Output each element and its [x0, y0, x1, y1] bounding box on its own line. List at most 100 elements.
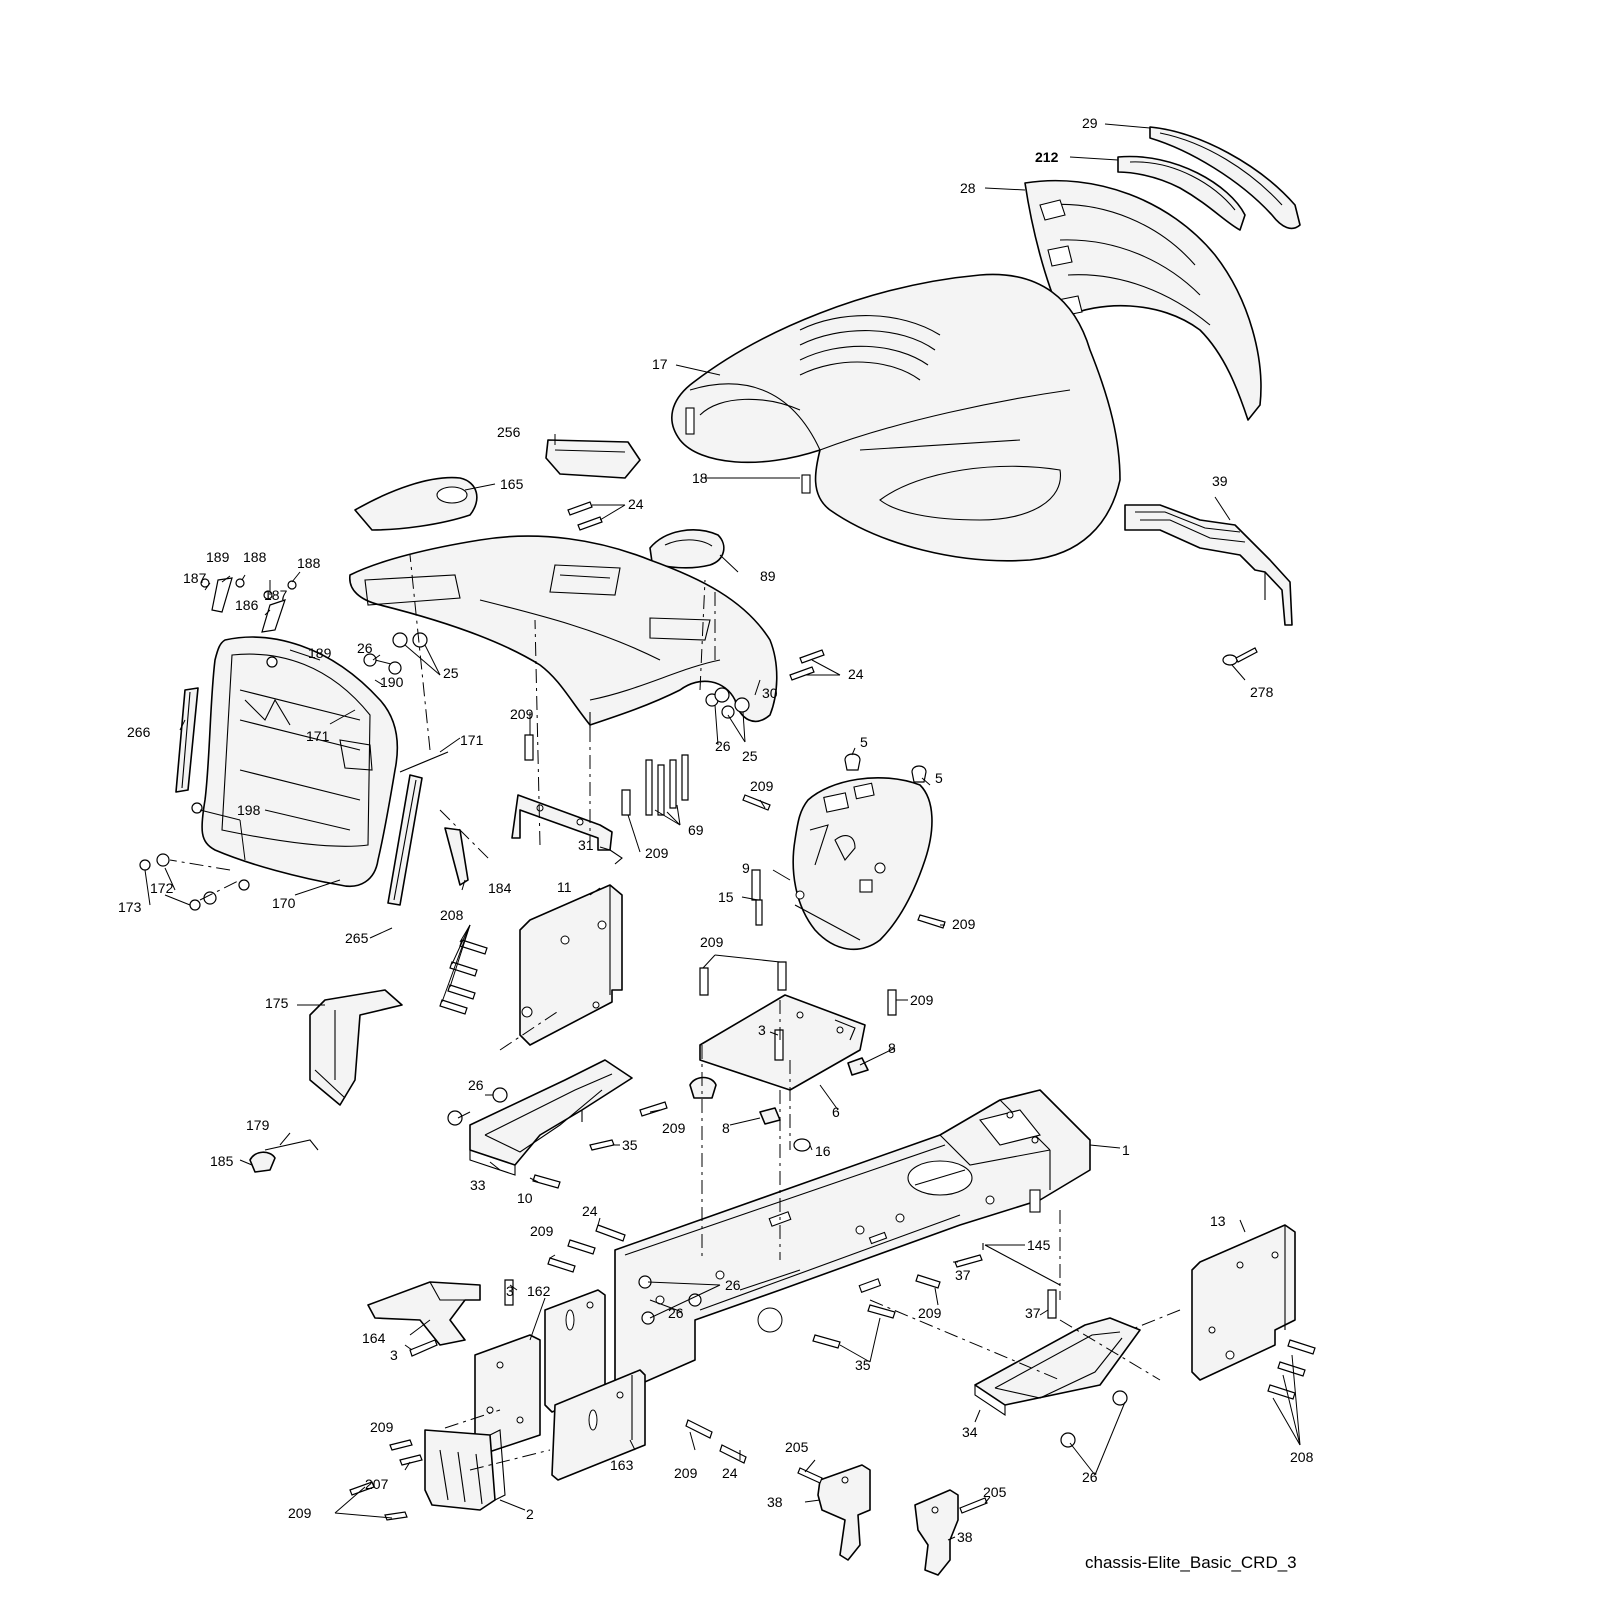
- part-278-screw: [1222, 647, 1258, 666]
- callout-187: 187: [183, 570, 207, 586]
- callout-175: 175: [265, 995, 289, 1011]
- callout-2: 2: [526, 1506, 534, 1522]
- callout-189-b: 189: [308, 645, 332, 661]
- callout-26-d: 26: [725, 1277, 741, 1293]
- part-31-bracket: [511, 794, 623, 865]
- callout-189: 189: [206, 549, 230, 565]
- callout-15: 15: [718, 889, 734, 905]
- callout-171: 171: [306, 728, 330, 744]
- callout-208-b: 208: [1290, 1449, 1314, 1465]
- callout-164: 164: [362, 1330, 386, 1346]
- callout-34: 34: [962, 1424, 978, 1440]
- callout-190: 190: [380, 674, 404, 690]
- part-13-side-plate: [1191, 1224, 1296, 1381]
- part-16-grommet: [793, 1138, 811, 1152]
- callout-69: 69: [688, 822, 704, 838]
- callout-208: 208: [440, 907, 464, 923]
- callout-8-b: 8: [722, 1120, 730, 1136]
- callout-179: 179: [246, 1117, 270, 1133]
- callout-186: 186: [235, 597, 259, 613]
- callout-209: 209: [510, 706, 534, 722]
- part-266-side-strip: [175, 687, 199, 793]
- hardware-nuts-washers-upper: [363, 632, 750, 719]
- part-265-side-strip: [387, 774, 423, 906]
- callout-24-d: 24: [722, 1465, 738, 1481]
- callout-24-c: 24: [582, 1203, 598, 1219]
- part-2-bracket: [424, 1429, 506, 1511]
- part-33-footrest: [469, 1059, 633, 1176]
- callout-25: 25: [443, 665, 459, 681]
- callout-35: 35: [622, 1137, 638, 1153]
- part-38-bracket-left: [817, 1464, 871, 1561]
- part-34-footrest: [974, 1317, 1141, 1417]
- callout-185: 185: [210, 1153, 234, 1169]
- callout-205: 205: [785, 1439, 809, 1455]
- callout-30: 30: [762, 685, 778, 701]
- callout-207: 207: [365, 1476, 389, 1492]
- callout-26-b: 26: [715, 738, 731, 754]
- callout-16: 16: [815, 1143, 831, 1159]
- callout-256: 256: [497, 424, 521, 440]
- callout-9: 9: [742, 860, 750, 876]
- alignment-lines: [169, 554, 1181, 1471]
- part-17-hood: [671, 273, 1121, 562]
- part-256-cover: [545, 439, 641, 479]
- callout-8: 8: [888, 1040, 896, 1056]
- callout-35-b: 35: [855, 1357, 871, 1373]
- part-38-bracket-right: [914, 1489, 959, 1576]
- callout-171-b: 171: [460, 732, 484, 748]
- callout-266: 266: [127, 724, 151, 740]
- callout-209-i: 209: [918, 1305, 942, 1321]
- callout-5-b: 5: [935, 770, 943, 786]
- callout-209-b: 209: [750, 778, 774, 794]
- part-30-dashboard: [349, 535, 778, 728]
- callout-170: 170: [272, 895, 296, 911]
- callout-10: 10: [517, 1190, 533, 1206]
- part-9-dash-panel: [792, 776, 933, 951]
- callout-31: 31: [578, 837, 594, 853]
- callout-209-j: 209: [674, 1465, 698, 1481]
- part-162-front-plate: [544, 1289, 606, 1413]
- part-1-main-frame: [614, 1089, 1091, 1396]
- callout-17: 17: [652, 356, 668, 372]
- part-89-cover: [649, 529, 725, 569]
- diagram-caption: chassis-Elite_Basic_CRD_3: [1085, 1553, 1297, 1572]
- callout-37: 37: [955, 1267, 971, 1283]
- callout-28: 28: [960, 180, 976, 196]
- callout-187-b: 187: [264, 587, 288, 603]
- callout-26-e: 26: [668, 1305, 684, 1321]
- callout-38: 38: [767, 1494, 783, 1510]
- leader-lines: [144, 123, 1301, 1541]
- part-212-grille-insert: [1117, 155, 1246, 231]
- callout-209-e: 209: [700, 934, 724, 950]
- callout-198: 198: [237, 802, 261, 818]
- callout-209-h: 209: [530, 1223, 554, 1239]
- part-145-rod: [982, 1243, 1061, 1286]
- callout-209-k: 209: [370, 1419, 394, 1435]
- callout-209-f: 209: [910, 992, 934, 1008]
- callout-13: 13: [1210, 1213, 1226, 1229]
- callout-1: 1: [1122, 1142, 1130, 1158]
- part-28-front-grille: [1024, 179, 1262, 421]
- callout-205-b: 205: [983, 1484, 1007, 1500]
- callout-162: 162: [527, 1283, 551, 1299]
- callout-39: 39: [1212, 473, 1228, 489]
- callout-89: 89: [760, 568, 776, 584]
- callout-26: 26: [357, 640, 373, 656]
- part-163-plate: [551, 1369, 646, 1481]
- callout-212: 212: [1035, 149, 1059, 165]
- callout-209-l: 209: [288, 1505, 312, 1521]
- callout-3: 3: [758, 1022, 766, 1038]
- callout-173: 173: [118, 899, 142, 915]
- callout-29: 29: [1082, 115, 1098, 131]
- callout-26-f: 26: [1082, 1469, 1098, 1485]
- callout-209-d: 209: [952, 916, 976, 932]
- callout-265: 265: [345, 930, 369, 946]
- part-184-bracket: [444, 827, 469, 886]
- callout-278: 278: [1250, 684, 1274, 700]
- callout-18: 18: [692, 470, 708, 486]
- part-165-cup-holder: [354, 476, 478, 531]
- part-179-rod: [249, 1139, 319, 1173]
